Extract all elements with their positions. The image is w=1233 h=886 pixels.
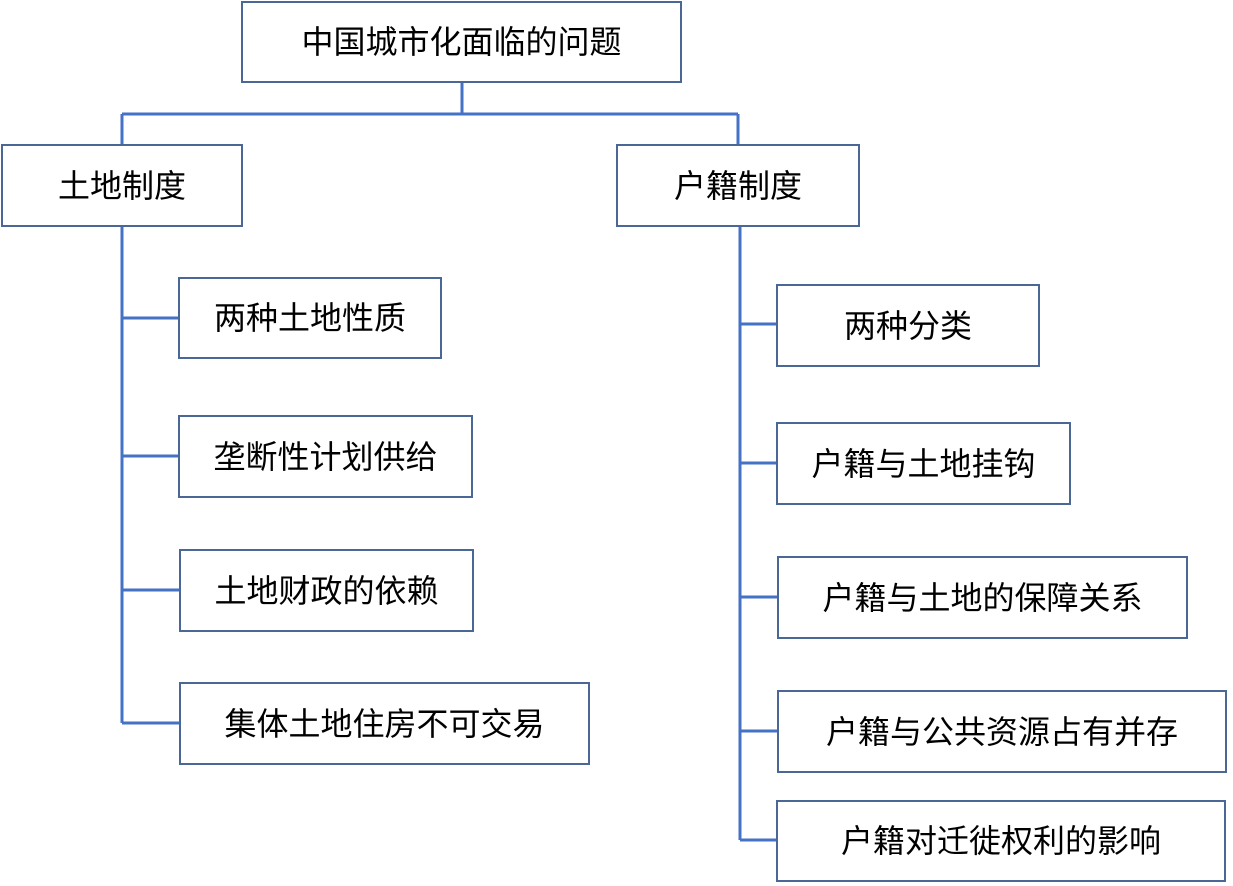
branch-label-land-system: 土地制度 xyxy=(57,166,186,205)
branch-node-hukou-system: 户籍制度 xyxy=(616,144,860,227)
leaf-node-land-1: 两种土地性质 xyxy=(178,277,442,359)
leaf-label: 户籍与公共资源占有并存 xyxy=(825,712,1178,751)
leaf-node-hukou-3: 户籍与土地的保障关系 xyxy=(777,556,1188,639)
leaf-node-land-3: 土地财政的依赖 xyxy=(179,549,474,632)
leaf-label: 土地财政的依赖 xyxy=(214,571,439,610)
leaf-node-land-4: 集体土地住房不可交易 xyxy=(179,682,590,765)
branch-label-hukou-system: 户籍制度 xyxy=(673,166,802,205)
leaf-label: 两种土地性质 xyxy=(213,299,406,337)
leaf-label: 户籍对迁徙权利的影响 xyxy=(840,822,1161,860)
root-node: 中国城市化面临的问题 xyxy=(241,1,682,83)
leaf-node-hukou-2: 户籍与土地挂钩 xyxy=(776,422,1071,505)
leaf-label: 户籍与土地的保障关系 xyxy=(822,578,1143,617)
leaf-label: 集体土地住房不可交易 xyxy=(224,704,545,743)
leaf-node-hukou-5: 户籍对迁徙权利的影响 xyxy=(776,800,1226,882)
root-label: 中国城市化面临的问题 xyxy=(301,23,622,61)
leaf-label: 两种分类 xyxy=(843,306,972,345)
leaf-label: 垄断性计划供给 xyxy=(213,437,438,476)
leaf-label: 户籍与土地挂钩 xyxy=(811,444,1036,483)
leaf-node-land-2: 垄断性计划供给 xyxy=(178,415,473,498)
branch-node-land-system: 土地制度 xyxy=(1,144,243,227)
leaf-node-hukou-1: 两种分类 xyxy=(776,284,1040,367)
leaf-node-hukou-4: 户籍与公共资源占有并存 xyxy=(777,690,1227,773)
